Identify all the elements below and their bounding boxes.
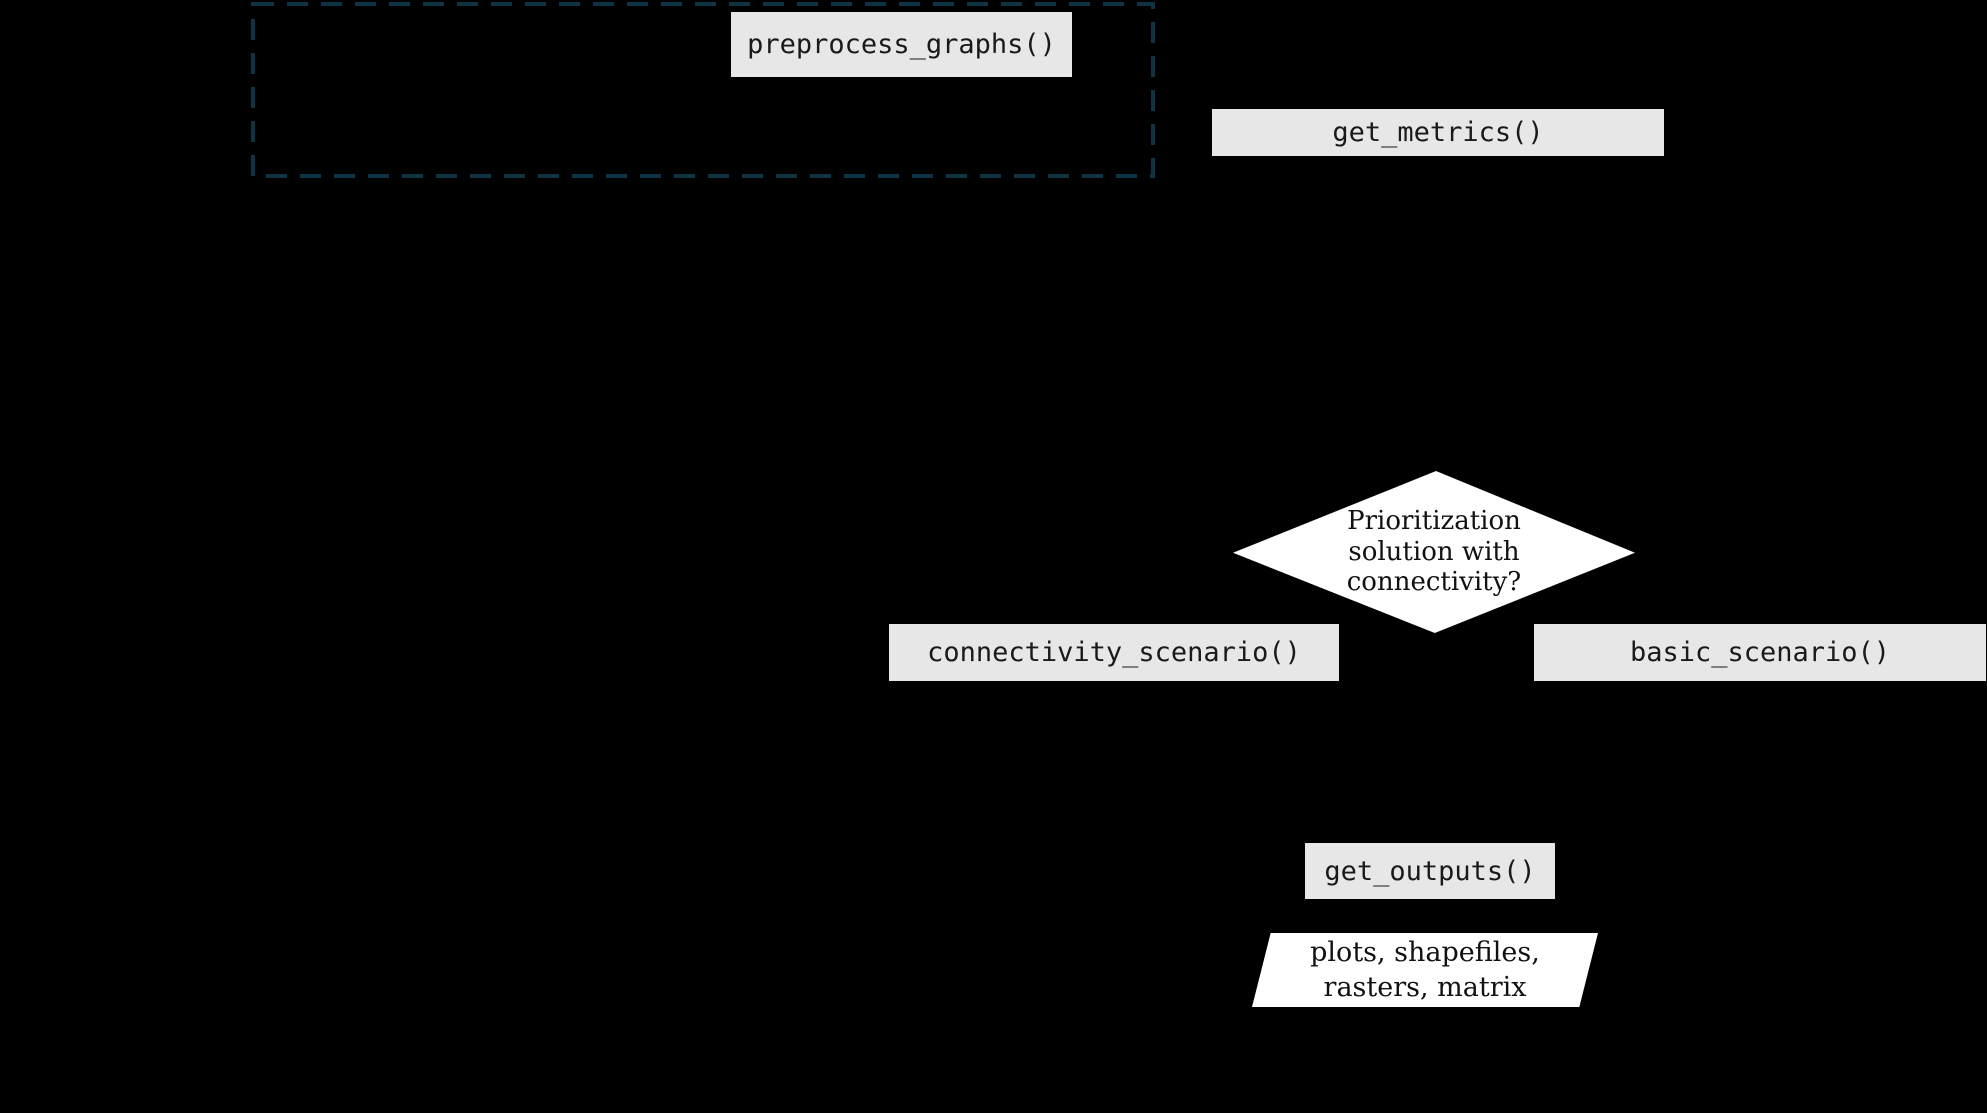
preprocess-group-outline-rect <box>251 2 1155 178</box>
node-basic-scenario: basic_scenario() <box>1534 624 1986 681</box>
node-connectivity-scenario: connectivity_scenario() <box>889 624 1339 681</box>
node-get-outputs: get_outputs() <box>1305 843 1555 899</box>
preprocess-group-outline <box>251 2 1155 178</box>
node-decision-prioritization-connectivity: Prioritization solution with connectivit… <box>1233 471 1635 633</box>
node-get-metrics: get_metrics() <box>1212 109 1664 156</box>
node-outputs-parallelogram: plots, shapefiles, rasters, matrix <box>1252 933 1598 1007</box>
node-preprocess-graphs: preprocess_graphs() <box>731 12 1072 77</box>
